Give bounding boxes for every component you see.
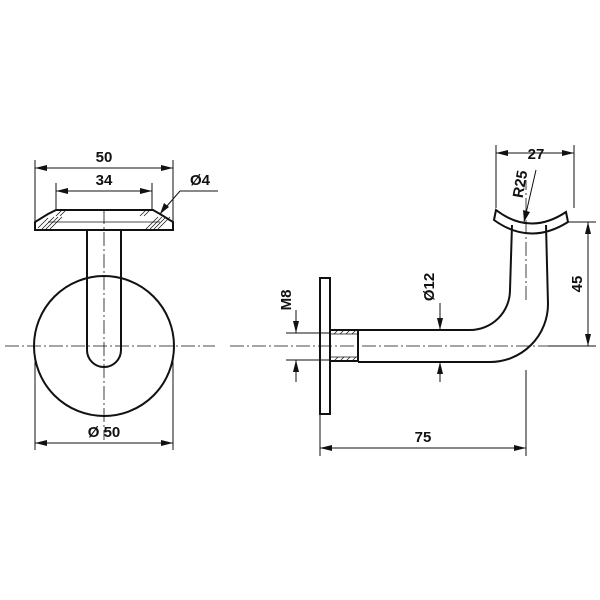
dimension-radius-25: R25 — [510, 169, 537, 223]
dim-label-height: 45 — [569, 276, 586, 293]
dim-label-width: 50 — [96, 149, 113, 166]
side-view: M8 Ø12 27 R25 — [230, 145, 598, 456]
dimension-length-75: 75 — [319, 370, 527, 456]
support-arm-front — [86, 230, 122, 368]
dim-label-saddle: 27 — [528, 146, 545, 163]
threaded-boss — [329, 329, 359, 362]
bent-tube-outer — [358, 224, 550, 363]
dim-label-hole: Ø4 — [190, 172, 211, 189]
saddle-side — [492, 208, 570, 235]
dimension-width-50: 50 — [34, 149, 174, 222]
dimension-height-45: 45 — [548, 221, 596, 347]
front-view: 50 34 Ø4 Ø 50 — [5, 149, 218, 450]
dimension-tube-12: Ø12 — [421, 273, 443, 382]
dim-label-tube: Ø12 — [421, 273, 438, 301]
bent-tube — [358, 224, 513, 331]
dim-label-inner: 34 — [96, 172, 113, 189]
dim-label-thread: M8 — [278, 290, 295, 311]
wall-plate-circle — [33, 275, 175, 417]
dim-label-radius: R25 — [510, 169, 532, 199]
dimension-thread-m8: M8 — [278, 290, 330, 382]
dimension-saddle-27: 27 — [495, 145, 575, 208]
dimension-diameter-50: Ø 50 — [34, 360, 174, 450]
dim-label-diameter: Ø 50 — [88, 424, 121, 441]
dimension-hole-4: Ø4 — [159, 172, 218, 215]
dimension-inner-34: 34 — [55, 172, 153, 210]
dim-label-length: 75 — [415, 429, 432, 446]
